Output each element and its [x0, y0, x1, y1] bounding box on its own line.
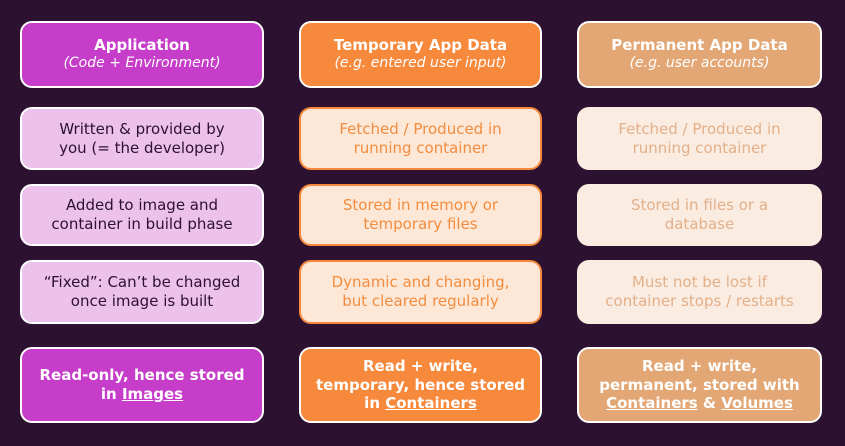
temporary-title: Temporary App Data: [333, 36, 508, 55]
row-text: Must not be lost if: [631, 273, 768, 292]
temporary-header-card: Temporary App Data (e.g. entered user in…: [299, 21, 542, 88]
row-text: but cleared regularly: [342, 292, 499, 310]
application-row-1: Written & provided by you (= the develop…: [20, 107, 264, 170]
footer-line: Read-only, hence stored: [39, 366, 245, 385]
row-text: running container: [353, 138, 488, 157]
row-text: Fetched / Produced in: [618, 119, 781, 138]
footer-line: temporary, hence stored: [316, 375, 525, 394]
permanent-title: Permanent App Data: [611, 36, 788, 55]
permanent-footer-card: Read + write, permanent, stored with Con…: [577, 347, 822, 423]
row-text: container stops / restarts: [605, 292, 794, 310]
permanent-row-3: Must not be lost if container stops / re…: [577, 260, 822, 324]
footer-line: Containers & Volumes: [606, 394, 793, 413]
application-row-3: “Fixed”: Can’t be changed once image is …: [20, 260, 264, 324]
footer-line: in Images: [101, 385, 183, 404]
row-text: you (= the developer): [59, 138, 225, 157]
row-text: database: [664, 215, 735, 233]
temporary-row-1: Fetched / Produced in running container: [299, 107, 542, 170]
application-row-2: Added to image and container in build ph…: [20, 184, 264, 246]
footer-joiner: &: [697, 394, 722, 413]
footer-line: Read + write,: [362, 356, 479, 375]
row-text: Stored in files or a: [630, 196, 769, 215]
permanent-row-1: Fetched / Produced in running container: [577, 107, 822, 170]
containers-highlight: Containers: [385, 394, 477, 413]
temporary-row-2: Stored in memory or temporary files: [299, 184, 542, 246]
application-title: Application: [94, 36, 190, 55]
row-text: “Fixed”: Can’t be changed: [43, 273, 241, 292]
footer-prefix: in: [100, 385, 122, 403]
images-highlight: Images: [121, 385, 184, 403]
row-text: running container: [632, 138, 767, 157]
volumes-highlight: Volumes: [721, 394, 793, 413]
footer-prefix: in: [364, 394, 386, 413]
footer-line: in Containers: [364, 394, 477, 413]
row-text: Stored in memory or: [342, 196, 499, 215]
permanent-row-2: Stored in files or a database: [577, 184, 822, 246]
permanent-header-card: Permanent App Data (e.g. user accounts): [577, 21, 822, 88]
containers-highlight: Containers: [606, 394, 698, 413]
row-text: Added to image and: [65, 196, 219, 215]
application-footer-card: Read-only, hence stored in Images: [20, 347, 264, 423]
row-text: container in build phase: [51, 215, 233, 233]
row-text: once image is built: [70, 292, 214, 310]
application-subtitle: (Code + Environment): [63, 55, 221, 72]
row-text: temporary files: [363, 215, 478, 233]
application-header-card: Application (Code + Environment): [20, 21, 264, 88]
permanent-subtitle: (e.g. user accounts): [629, 55, 770, 72]
temporary-footer-card: Read + write, temporary, hence stored in…: [299, 347, 542, 423]
temporary-subtitle: (e.g. entered user input): [334, 55, 507, 72]
row-text: Fetched / Produced in: [339, 119, 502, 138]
row-text: Written & provided by: [59, 119, 225, 138]
footer-line: permanent, stored with: [599, 375, 800, 394]
temporary-row-3: Dynamic and changing, but cleared regula…: [299, 260, 542, 324]
row-text: Dynamic and changing,: [331, 273, 510, 292]
footer-line: Read + write,: [641, 356, 758, 375]
